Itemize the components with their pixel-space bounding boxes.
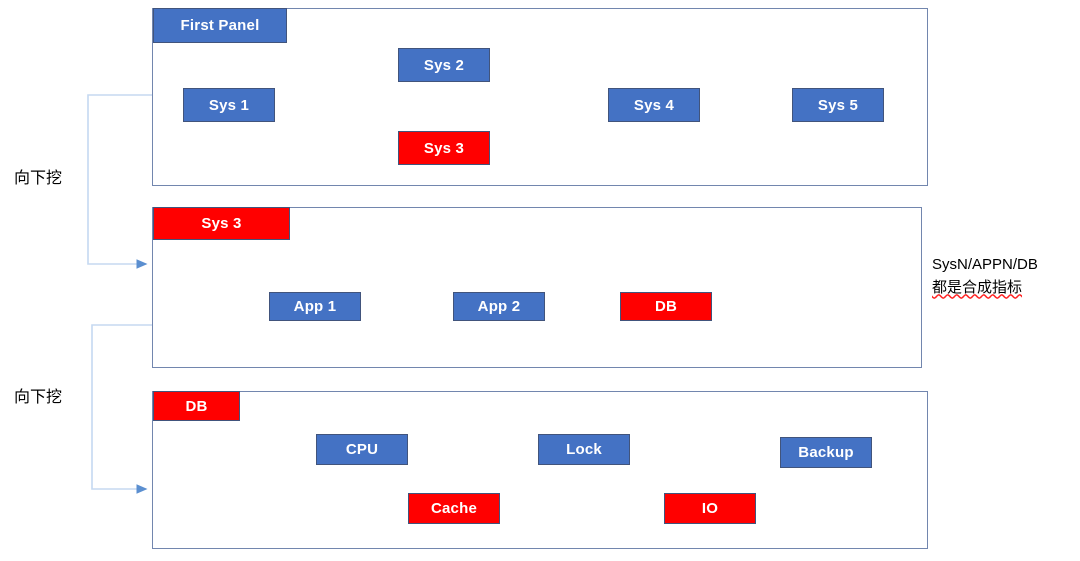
node-app-1[interactable]: App 1	[269, 292, 361, 321]
drilldown-label-1: 向下挖	[14, 170, 63, 187]
node-sys-5[interactable]: Sys 5	[792, 88, 884, 122]
node-sys-3[interactable]: Sys 3	[398, 131, 490, 165]
node-db[interactable]: DB	[620, 292, 712, 321]
node-sys-1[interactable]: Sys 1	[183, 88, 275, 122]
panel-2-header-sys-3[interactable]: Sys 3	[153, 207, 290, 240]
node-app-2[interactable]: App 2	[453, 292, 545, 321]
node-sys-4[interactable]: Sys 4	[608, 88, 700, 122]
note-line-2: 都是合成指标	[932, 278, 1023, 296]
node-backup[interactable]: Backup	[780, 437, 872, 468]
panel-db-detail[interactable]	[152, 391, 928, 549]
panel-3-header-db[interactable]: DB	[153, 391, 240, 421]
note-line-1: SysN/APPN/DB	[932, 256, 1038, 273]
drilldown-label-2: 向下挖	[14, 389, 63, 406]
node-lock[interactable]: Lock	[538, 434, 630, 465]
node-cpu[interactable]: CPU	[316, 434, 408, 465]
node-sys-2[interactable]: Sys 2	[398, 48, 490, 82]
drilldown-connector-2	[91, 324, 152, 494]
node-io[interactable]: IO	[664, 493, 756, 524]
panel-1-header-first-panel[interactable]: First Panel	[153, 8, 287, 43]
drilldown-connector-1	[87, 94, 152, 269]
composite-metric-note: SysN/APPN/DB 都是合成指标	[932, 254, 1038, 299]
node-cache[interactable]: Cache	[408, 493, 500, 524]
